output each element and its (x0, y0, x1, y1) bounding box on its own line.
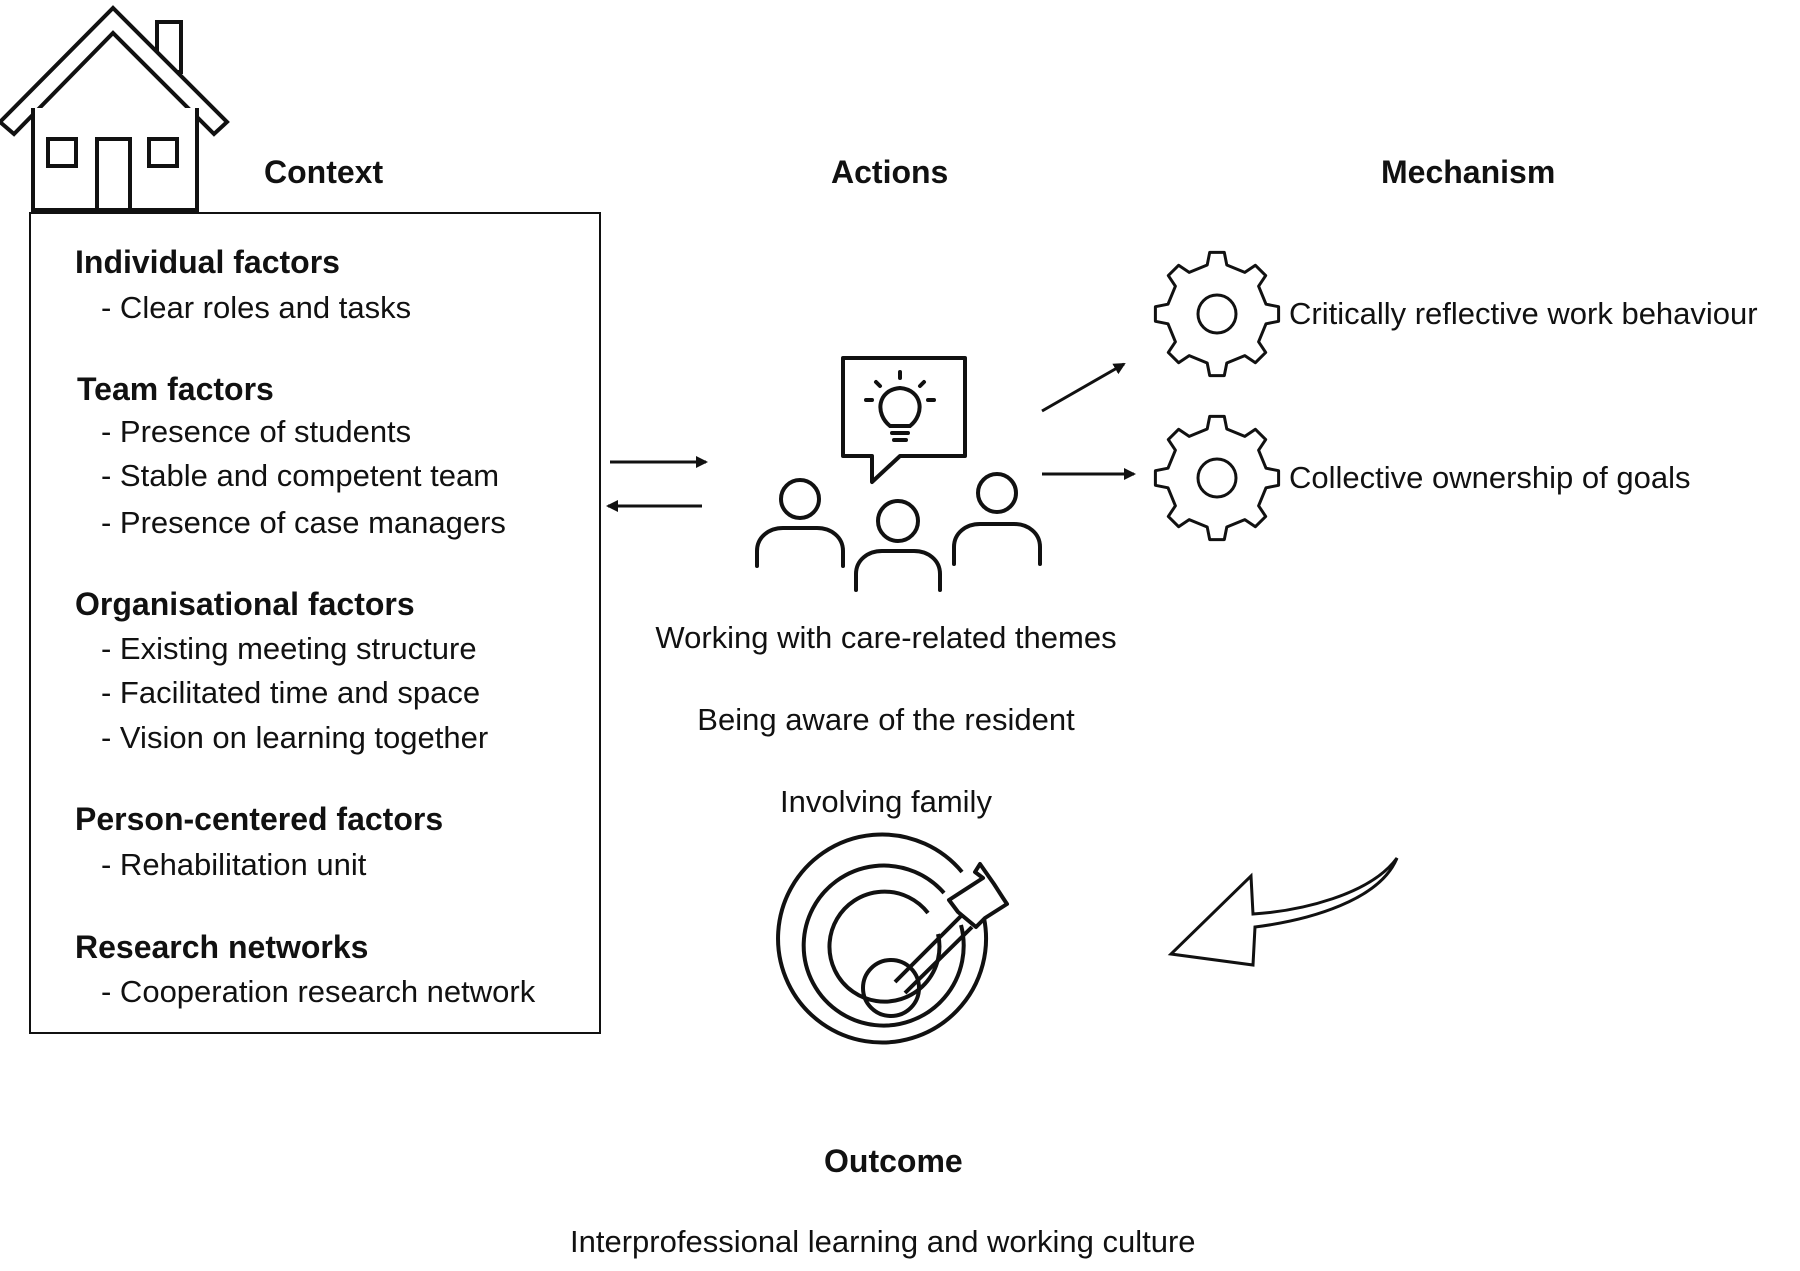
outcome-text: Interprofessional learning and working c… (570, 1224, 1196, 1259)
mechanism-item-reflective: Critically reflective work behaviour (1289, 296, 1758, 331)
group-title-person-centered: Person-centered factors (75, 801, 444, 837)
action-item: Working with care-related themes (655, 620, 1117, 655)
outcome-heading: Outcome (824, 1143, 963, 1179)
team-idea-icon (755, 356, 1042, 592)
context-heading: Context (264, 154, 384, 190)
context-item: - Vision on learning together (101, 720, 489, 755)
gear-outline (1153, 414, 1281, 542)
context-item: - Rehabilitation unit (101, 847, 367, 882)
curved-return-arrow (1167, 857, 1399, 967)
context-item: - Presence of case managers (101, 505, 506, 540)
group-title-research: Research networks (75, 929, 369, 965)
group-title-individual: Individual factors (75, 244, 340, 280)
group-title-organisational: Organisational factors (75, 586, 415, 622)
actions-heading: Actions (831, 154, 949, 190)
target-icon (776, 832, 1009, 1045)
action-item: Involving family (780, 784, 992, 819)
context-item: - Facilitated time and space (101, 675, 481, 710)
context-item: - Existing meeting structure (101, 631, 477, 666)
context-item: - Cooperation research network (101, 974, 536, 1009)
context-item: - Presence of students (101, 414, 412, 449)
group-title-team: Team factors (77, 371, 274, 407)
gear-outline (1153, 250, 1281, 378)
action-item: Being aware of the resident (697, 702, 1075, 737)
gear-icon (1153, 414, 1281, 542)
mechanism-arrows (1041, 362, 1136, 480)
gear-icon (1153, 250, 1281, 378)
context-item: - Clear roles and tasks (101, 290, 412, 325)
gear-hole (1196, 293, 1238, 335)
mechanism-item-ownership: Collective ownership of goals (1289, 460, 1691, 495)
context-box: Individual factors - Clear roles and tas… (29, 212, 601, 1034)
gear-hole (1196, 457, 1238, 499)
mechanism-heading: Mechanism (1381, 154, 1556, 190)
bidirectional-arrows (606, 456, 708, 512)
house-icon (0, 5, 230, 212)
context-item: - Stable and competent team (101, 458, 500, 493)
arrow-to-reflective (1041, 362, 1126, 413)
